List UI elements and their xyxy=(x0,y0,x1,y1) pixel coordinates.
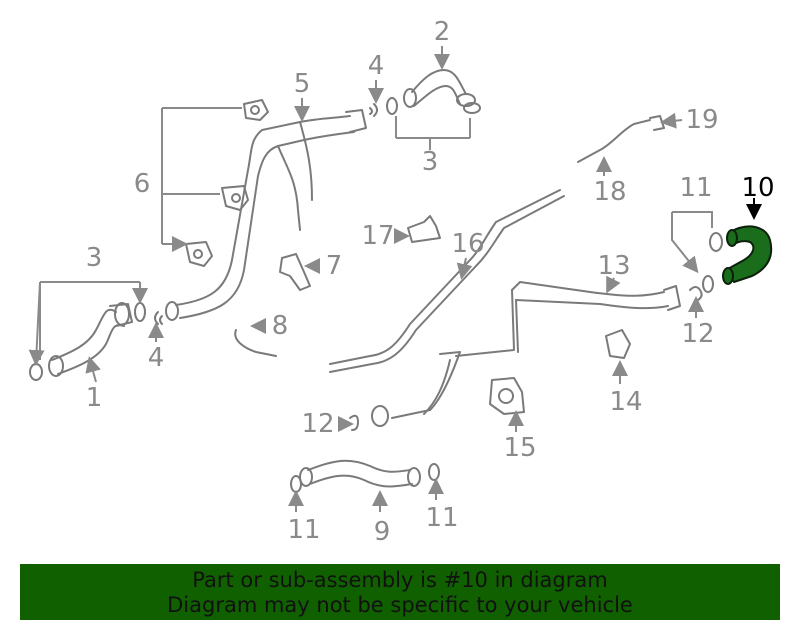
callout-3-left: 3 xyxy=(86,243,103,273)
part-12-clip xyxy=(689,286,703,301)
part-12-clip-2 xyxy=(349,414,359,431)
callout-5: 5 xyxy=(294,69,311,99)
callout-4-left: 4 xyxy=(148,343,165,373)
banner-line-2: Diagram may not be specific to your vehi… xyxy=(167,593,633,617)
part-13-pipe xyxy=(455,281,681,357)
banner-line-1: Part or sub-assembly is #10 in diagram xyxy=(192,568,608,592)
callout-12-right: 12 xyxy=(681,319,714,349)
part-6-clip-a xyxy=(243,99,269,121)
part-11-seal-ring-4 xyxy=(428,463,440,481)
part-4-clip-2 xyxy=(369,103,378,117)
leader-lines xyxy=(28,46,713,512)
part-4-clip xyxy=(154,311,163,325)
part-11-seal-ring-2 xyxy=(709,232,723,252)
part-16-pipe xyxy=(329,189,565,373)
callout-11-right: 11 xyxy=(425,503,458,533)
part-10-hose-highlighted xyxy=(722,225,773,285)
part-5-hose xyxy=(165,109,367,321)
callout-4-top: 4 xyxy=(368,51,385,81)
callout-16: 16 xyxy=(451,229,484,259)
part-11-seal-ring-3 xyxy=(290,475,302,493)
part-9-hose xyxy=(299,459,421,488)
callout-12-left: 12 xyxy=(301,409,334,439)
part-3-seal-ring xyxy=(29,363,43,381)
callout-15: 15 xyxy=(503,433,536,463)
callout-7: 7 xyxy=(326,251,343,281)
callout-6: 6 xyxy=(134,169,151,199)
part-15-bracket xyxy=(489,377,525,415)
callout-8: 8 xyxy=(272,311,289,341)
callout-2: 2 xyxy=(434,17,451,47)
info-banner: Part or sub-assembly is #10 in diagram D… xyxy=(20,564,780,620)
callout-18: 18 xyxy=(593,177,626,207)
part-2-hose xyxy=(403,69,476,108)
callout-3-top: 3 xyxy=(422,147,439,177)
part-18-pipe xyxy=(577,119,651,163)
part-6-clip-c xyxy=(185,241,213,267)
part-11-seal-ring xyxy=(702,275,714,293)
callout-13: 13 xyxy=(597,251,630,281)
callout-11-left: 11 xyxy=(287,515,320,545)
part-13-connector xyxy=(371,351,461,427)
part-3-seal-ring-4 xyxy=(463,102,481,114)
callout-10: 10 xyxy=(741,173,774,203)
part-8-pipe xyxy=(234,329,277,357)
callout-14: 14 xyxy=(609,387,642,417)
callout-19: 19 xyxy=(685,105,718,135)
callout-17: 17 xyxy=(361,221,394,251)
part-6-clip-b xyxy=(221,185,249,211)
part-17-bracket xyxy=(407,215,441,243)
parts-diagram: 1 2 3 3 4 4 5 6 7 8 9 11 11 11 12 12 13 … xyxy=(28,17,775,547)
part-3-seal-ring-2 xyxy=(134,302,146,322)
callout-11-top: 11 xyxy=(679,173,712,203)
part-3-seal-ring-3 xyxy=(386,97,398,115)
part-7-bracket xyxy=(279,253,311,291)
callout-1: 1 xyxy=(86,383,103,413)
part-19-connector xyxy=(649,115,665,131)
part-14-bracket xyxy=(605,329,631,359)
callout-9: 9 xyxy=(374,517,391,547)
